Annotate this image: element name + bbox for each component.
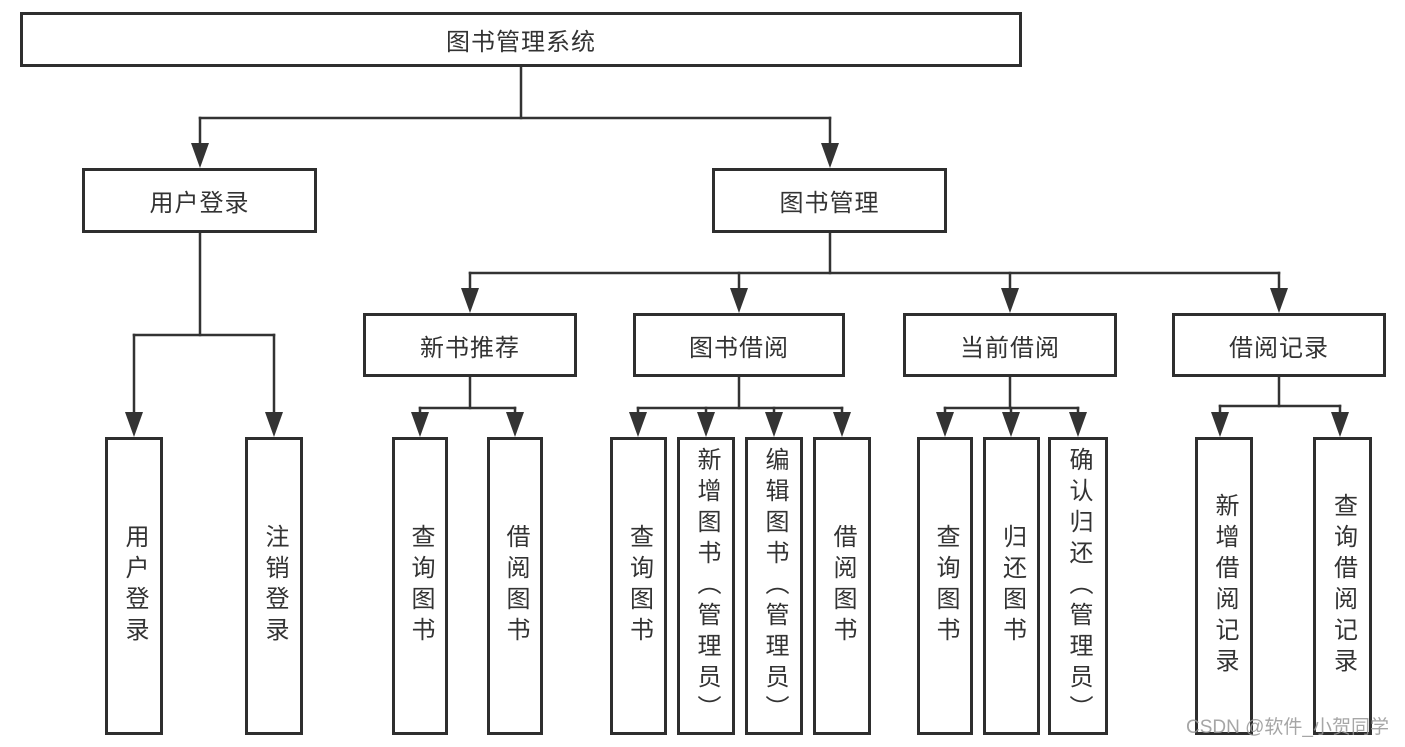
leaf-user-login-label: 用户登录 (121, 524, 148, 648)
node-user-login: 用户登录 (82, 168, 317, 233)
leaf-borrowing-borrow-books-label: 借阅图书 (829, 524, 856, 648)
node-user-login-label: 用户登录 (149, 190, 250, 217)
leaf-records-search-record-label: 查询借阅记录 (1329, 493, 1357, 679)
leaf-recommend-borrow-books-label: 借阅图书 (502, 524, 529, 648)
leaf-current-return-books: 归还图书 (983, 437, 1040, 735)
leaf-records-add-record-label: 新增借阅记录 (1211, 493, 1238, 679)
leaf-recommend-search-books-label: 查询图书 (407, 524, 434, 648)
leaf-records-search-record: 查询借阅记录 (1313, 437, 1372, 735)
leaf-borrowing-search-books: 查询图书 (610, 437, 667, 735)
node-new-book-recommend-label: 新书推荐 (420, 334, 520, 362)
leaf-recommend-borrow-books: 借阅图书 (487, 437, 543, 735)
leaf-current-search-books: 查询图书 (917, 437, 973, 735)
leaf-borrowing-edit-books-admin: 编辑图书（管理员） (745, 437, 803, 735)
node-new-book-recommend: 新书推荐 (363, 313, 577, 377)
leaf-current-confirm-return-admin-label: 确认归还（管理员） (1065, 446, 1092, 726)
leaf-user-login: 用户登录 (105, 437, 163, 735)
leaf-logout-label: 注销登录 (261, 524, 288, 648)
node-book-management: 图书管理 (712, 168, 947, 233)
leaf-logout: 注销登录 (245, 437, 303, 735)
leaf-records-add-record: 新增借阅记录 (1195, 437, 1253, 735)
node-borrowing-records-label: 借阅记录 (1229, 334, 1329, 362)
leaf-borrowing-search-books-label: 查询图书 (625, 524, 653, 648)
leaf-borrowing-add-books-admin-label: 新增图书（管理员） (693, 446, 720, 726)
leaf-current-search-books-label: 查询图书 (932, 524, 959, 648)
node-current-borrowing: 当前借阅 (903, 313, 1117, 377)
node-book-borrowing-label: 图书借阅 (689, 334, 789, 362)
node-library-system: 图书管理系统 (20, 12, 1022, 67)
node-borrowing-records: 借阅记录 (1172, 313, 1386, 377)
leaf-borrowing-add-books-admin: 新增图书（管理员） (677, 437, 735, 735)
leaf-recommend-search-books: 查询图书 (392, 437, 448, 735)
node-book-borrowing: 图书借阅 (633, 313, 845, 377)
csdn-watermark: CSDN @软件_小贺同学 (1186, 717, 1389, 738)
leaf-current-confirm-return-admin: 确认归还（管理员） (1048, 437, 1108, 735)
leaf-current-return-books-label: 归还图书 (998, 524, 1026, 648)
node-current-borrowing-label: 当前借阅 (960, 334, 1060, 362)
node-book-management-label: 图书管理 (779, 190, 880, 217)
leaf-borrowing-edit-books-admin-label: 编辑图书（管理员） (761, 446, 788, 726)
node-library-system-label: 图书管理系统 (446, 29, 596, 56)
leaf-borrowing-borrow-books: 借阅图书 (813, 437, 871, 735)
